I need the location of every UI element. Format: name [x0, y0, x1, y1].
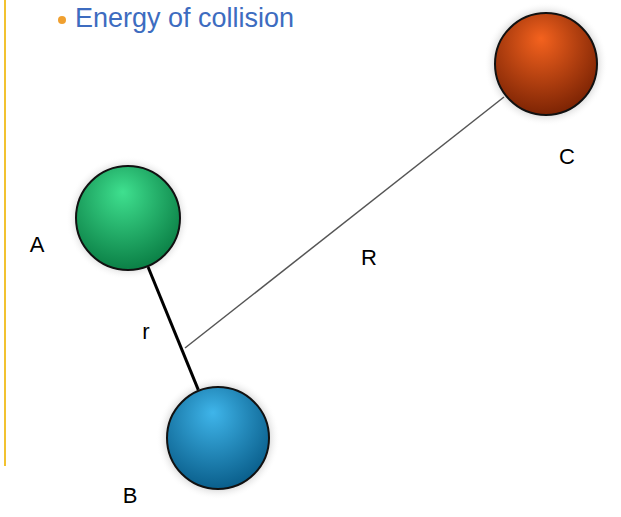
distance-line — [185, 97, 504, 348]
atom-label: C — [559, 146, 575, 168]
circle-glow — [66, 156, 190, 280]
atom: C — [494, 12, 598, 116]
atom-circle — [75, 165, 181, 271]
distance-label: R — [361, 247, 377, 269]
atom-circle — [494, 12, 598, 116]
circle-glow — [156, 376, 280, 500]
slide-title: Energy of collision — [75, 4, 294, 34]
atom: B — [166, 386, 270, 490]
atom-label: A — [30, 234, 45, 256]
atom: A — [75, 165, 181, 271]
side-rule — [4, 0, 6, 466]
atom-circle — [166, 386, 270, 490]
bond-label: r — [142, 321, 149, 343]
circle-glow — [484, 2, 608, 126]
bullet-dot — [58, 16, 66, 24]
atom-label: B — [123, 485, 138, 507]
bond-line — [148, 267, 198, 390]
